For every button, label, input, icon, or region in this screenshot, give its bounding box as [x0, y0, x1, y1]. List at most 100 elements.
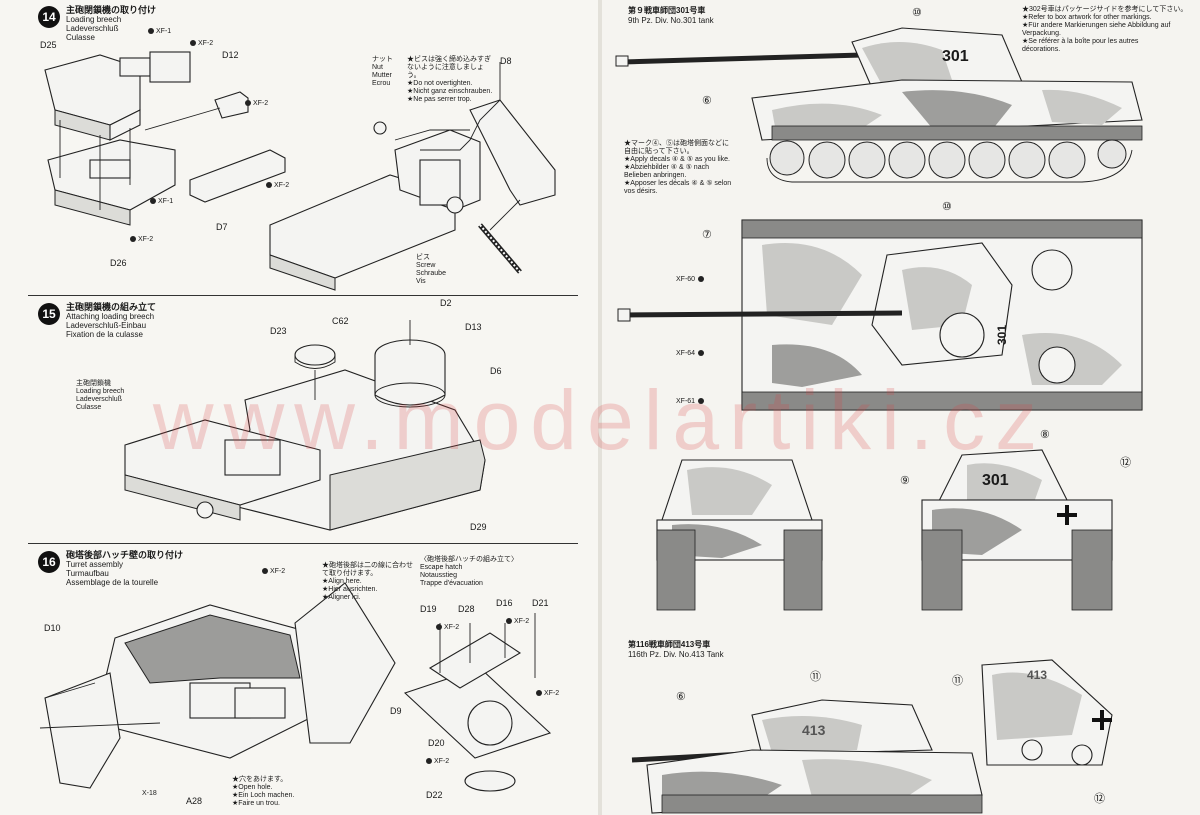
step-title: 砲塔後部ハッチ壁の取り付け Turret assembly Turmaufbau… — [66, 550, 184, 588]
part-label: D25 — [40, 40, 57, 50]
paint-dot-icon — [148, 28, 154, 35]
decal-callout: ⑩ — [942, 201, 952, 213]
nut-fr: Ecrou — [372, 80, 391, 87]
decal-callout: ⑪ — [952, 675, 963, 687]
tank1-top-view — [617, 219, 1143, 411]
caution-en: ★Do not overtighten. — [407, 80, 473, 87]
hatch-fr: Trappe d'évacuation — [420, 580, 483, 587]
decal-callout: ⑫ — [1120, 457, 1131, 469]
part-label: D8 — [500, 56, 512, 66]
part-label: D21 — [532, 598, 549, 608]
color-label: XF-2 — [506, 618, 529, 625]
paint-code: XF-60 — [676, 276, 696, 283]
paint-dot-icon — [698, 276, 705, 283]
decal-de: ★Abziehbilder ④ & ⑤ nach Belieben anbrin… — [624, 164, 709, 179]
tank-number: 301 — [982, 472, 1009, 489]
align-fr: ★Aligner ici. — [322, 594, 361, 601]
step-title-de: Ladeverschluß — [66, 24, 119, 33]
paint-code: XF-2 — [138, 236, 154, 243]
part-label: D23 — [270, 326, 287, 336]
caution-jp: ★ビスは強く締め込みすぎないように注意しましょう。 — [407, 56, 491, 79]
part-label: C62 — [332, 316, 349, 326]
decal-callout: ⑩ — [912, 7, 922, 19]
paint-dot-icon — [262, 568, 268, 575]
paint-dot-icon — [130, 236, 136, 243]
instruction-page-right: 第９戦車師団301号車 9th Pz. Div. No.301 tank ★30… — [602, 0, 1200, 815]
decal-callout: ⑫ — [1094, 793, 1105, 805]
part-label: D6 — [490, 366, 502, 376]
decal-callout: ⑦ — [702, 229, 712, 241]
tank2-title-jp: 第116戦車師団413号車 — [628, 640, 711, 649]
align-jp: ★砲塔後部は二の線に合わせて取り付けます。 — [322, 562, 413, 577]
color-callout: XF-60 — [676, 276, 706, 283]
paint-code: XF-2 — [434, 758, 450, 765]
part-label: D26 — [110, 258, 127, 268]
markings-en: ★Refer to box artwork for other markings… — [1022, 14, 1152, 21]
step-title: 主砲閉鎖機の取り付け Loading breech Ladeverschluß … — [66, 5, 157, 43]
instruction-page-left: 14 主砲閉鎖機の取り付け Loading breech Ladeverschl… — [0, 0, 598, 815]
color-label: XF-2 — [262, 568, 285, 575]
step-title-en: Attaching loading breech — [66, 312, 155, 321]
tank1-side-view — [615, 27, 1143, 141]
hole-de: ★Ein Loch machen. — [232, 792, 295, 799]
paint-dot-icon — [506, 618, 512, 625]
sub-label-de: Ladeverschluß — [76, 396, 122, 403]
color-label: XF-2 — [245, 100, 268, 107]
color-label: XF-2 — [436, 624, 459, 631]
paint-dot-icon — [698, 398, 705, 405]
decal-callout: ⑪ — [810, 671, 821, 683]
color-label: XF-2 — [536, 690, 559, 697]
nut-label: ナット Nut Mutter Ecrou — [372, 56, 393, 88]
paint-code: XF-2 — [444, 624, 460, 631]
color-label: XF-1 — [150, 198, 173, 205]
markings-note: ★302号車はパッケージサイドを参考にして下さい。 ★Refer to box … — [1022, 6, 1187, 54]
decal-callout: ⑥ — [702, 95, 712, 107]
align-de: ★Hier ausrichten. — [322, 586, 378, 593]
part-label: D2 — [440, 298, 452, 308]
paint-dot-icon — [190, 40, 196, 47]
decal-callout: ⑧ — [1040, 429, 1050, 441]
color-callout: XF-64 — [676, 350, 706, 357]
sub-label-fr: Culasse — [76, 404, 102, 411]
decal-callout: ⑨ — [900, 475, 910, 487]
step-number: 14 — [38, 6, 60, 28]
color-label: XF-2 — [190, 40, 213, 47]
caution-de: ★Nicht ganz einschrauben. — [407, 88, 493, 95]
section-divider — [28, 543, 578, 544]
step-title: 主砲閉鎖機の組み立て Attaching loading breech Lade… — [66, 303, 156, 340]
nut-jp: ナット — [372, 56, 393, 63]
screw-en: Screw — [416, 262, 436, 269]
tank1-title-jp: 第９戦車師団301号車 — [628, 6, 706, 15]
part-label: D13 — [465, 322, 482, 332]
paint-dot-icon — [150, 198, 156, 205]
step-title-fr: Culasse — [66, 33, 95, 42]
step-title-en: Turret assembly — [66, 560, 124, 569]
paint-code: XF-61 — [676, 398, 696, 405]
step-title-jp: 砲塔後部ハッチ壁の取り付け — [66, 550, 184, 560]
decal-jp: ★マーク④、⑤は砲塔側面などに自由に貼って下さい。 — [624, 140, 729, 155]
decal-fr: ★Apposer les décals ④ & ⑤ selon vos dési… — [624, 180, 732, 195]
sub-label-jp: 主砲閉鎖機 — [76, 380, 111, 387]
step-title-de: Turmaufbau — [66, 569, 109, 578]
part-label: X-18 — [142, 790, 157, 797]
color-label: XF-2 — [426, 758, 449, 765]
paint-code: XF-1 — [156, 28, 172, 35]
align-en: ★Align here. — [322, 578, 362, 585]
tank2-title: 第116戦車師団413号車 116th Pz. Div. No.413 Tank — [628, 640, 724, 660]
color-label: XF-2 — [266, 182, 289, 189]
markings-fr: ★Se référer à la boîte pour les autres d… — [1022, 38, 1139, 53]
hole-fr: ★Faire un trou. — [232, 800, 280, 807]
nut-en: Nut — [372, 64, 383, 71]
paint-dot-icon — [436, 624, 442, 631]
color-label: XF-1 — [148, 28, 171, 35]
decal-note: ★マーク④、⑤は砲塔側面などに自由に貼って下さい。 ★Apply decals … — [624, 140, 734, 196]
part-label: D16 — [496, 598, 513, 608]
paint-code: XF-2 — [198, 40, 214, 47]
screw-jp: ビス — [416, 254, 430, 261]
hatch-heading: 〈砲塔後部ハッチの組み立て〉 Escape hatch Notausstieg … — [420, 556, 518, 588]
step-15-drawing — [124, 320, 486, 531]
caution-fr: ★Ne pas serrer trop. — [407, 96, 472, 103]
sub-label-en: Loading breech — [76, 388, 125, 395]
tank1-title-en: 9th Pz. Div. No.301 tank — [628, 16, 714, 25]
step-title-jp: 主砲閉鎖機の取り付け — [66, 5, 157, 15]
